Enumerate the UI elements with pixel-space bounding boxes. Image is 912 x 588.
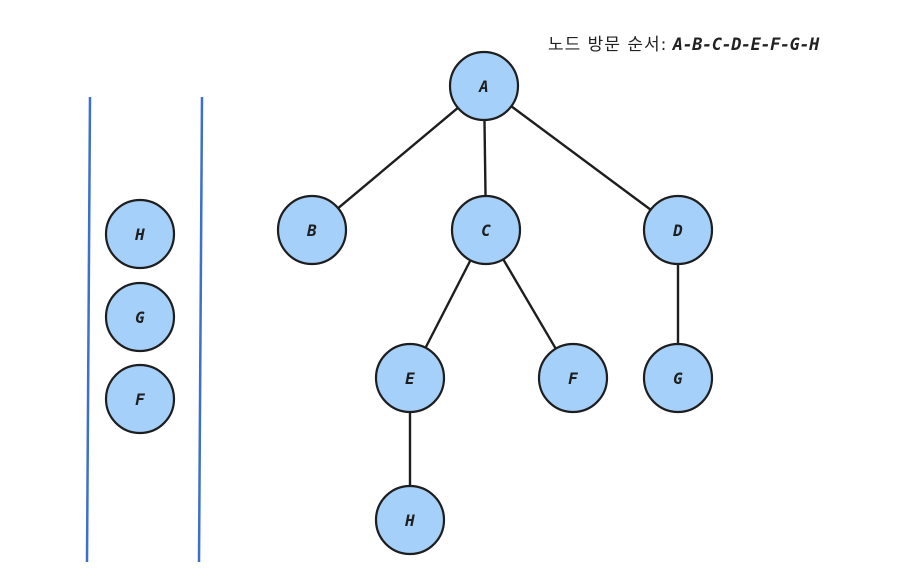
stack-node-g: G bbox=[104, 281, 176, 353]
edge-C-E bbox=[424, 259, 472, 349]
visit-order-caption: 노드 방문 순서: A-B-C-D-E-F-G-H bbox=[548, 30, 904, 55]
tree-node-e-circle bbox=[374, 342, 446, 414]
edge-A-C bbox=[483, 118, 487, 198]
visit-order-sequence: A-B-C-D-E-F-G-H bbox=[672, 35, 820, 55]
tree-node-b: B bbox=[276, 194, 348, 266]
stack-nodes: H G F bbox=[104, 198, 176, 435]
stack-node-g-label: G bbox=[135, 308, 145, 327]
tree-node-h-circle bbox=[374, 484, 446, 556]
tree-nodes: A B C D E F G H bbox=[276, 50, 714, 556]
stack-node-h-circle bbox=[104, 198, 176, 270]
tree-node-b-label: B bbox=[306, 221, 317, 240]
tree-node-g-label: G bbox=[673, 369, 683, 388]
stack-node-h: H bbox=[104, 198, 176, 270]
stack-left-wall bbox=[85, 96, 92, 563]
tree-node-a-circle bbox=[448, 50, 520, 122]
stack-walls bbox=[85, 96, 204, 563]
tree-node-g: G bbox=[642, 342, 714, 414]
tree-edges bbox=[336, 105, 680, 488]
visit-order-label: 노드 방문 순서: bbox=[548, 35, 668, 55]
tree-node-d-circle bbox=[642, 194, 714, 266]
stack-node-f-label: F bbox=[135, 390, 145, 409]
tree-node-c-label: C bbox=[481, 221, 491, 240]
stack-node-f-circle bbox=[104, 363, 176, 435]
tree-node-f-circle bbox=[537, 342, 609, 414]
edge-A-D bbox=[510, 105, 652, 211]
tree-node-g-circle bbox=[642, 342, 714, 414]
tree-node-c: C bbox=[450, 194, 522, 266]
stack-node-h-label: H bbox=[134, 225, 145, 244]
tree-node-h: H bbox=[374, 484, 446, 556]
tree-node-d-label: D bbox=[672, 221, 683, 240]
tree-node-d: D bbox=[642, 194, 714, 266]
edge-C-F bbox=[502, 258, 557, 350]
tree-node-c-circle bbox=[450, 194, 522, 266]
stack-right-wall bbox=[197, 96, 204, 563]
tree-node-e-label: E bbox=[405, 369, 415, 388]
tree-node-b-circle bbox=[276, 194, 348, 266]
tree-node-f-label: F bbox=[568, 369, 578, 388]
edge-A-B bbox=[336, 106, 460, 210]
stack-node-g-circle bbox=[104, 281, 176, 353]
tree-node-h-label: H bbox=[404, 511, 415, 530]
tree-node-f: F bbox=[537, 342, 609, 414]
tree-node-e: E bbox=[374, 342, 446, 414]
tree-node-a-label: A bbox=[478, 77, 489, 96]
stack-node-f: F bbox=[104, 363, 176, 435]
tree-node-a: A bbox=[448, 50, 520, 122]
